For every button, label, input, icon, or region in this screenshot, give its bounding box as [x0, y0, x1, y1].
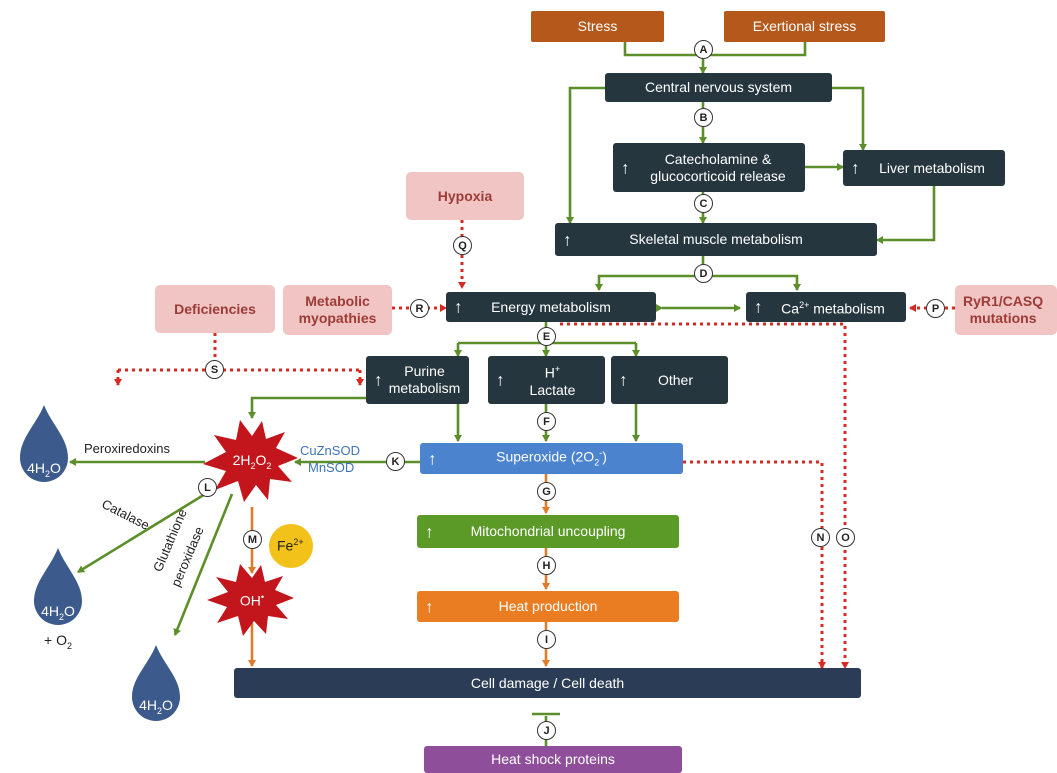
catecholamine-box: ↑ Catecholamine &glucocorticoid release	[613, 143, 805, 192]
lactate-box: ↑ H+Lactate	[488, 356, 605, 404]
h2o2-burst	[203, 420, 298, 502]
step-q: Q	[453, 236, 472, 255]
fe-circle	[269, 524, 313, 568]
step-d: D	[694, 264, 713, 283]
arrow-cns-skeletal	[566, 86, 605, 224]
step-r: R	[410, 299, 429, 318]
arrow-glutathione	[173, 493, 234, 636]
step-f: F	[537, 412, 556, 431]
deficiencies-label: Deficiencies	[174, 300, 256, 317]
mito-box: ↑ Mitochondrial uncoupling	[417, 515, 679, 548]
arrow-d-ca	[703, 274, 801, 291]
increase-arrow-icon: ↑	[621, 158, 630, 177]
step-n: N	[811, 528, 830, 547]
exertional-stress-box: Exertional stress	[724, 11, 885, 42]
step-p: P	[926, 299, 945, 318]
water-label-1: 4H2O	[27, 460, 61, 479]
water-drop-3	[132, 645, 180, 721]
increase-arrow-icon: ↑	[496, 370, 505, 390]
superoxide-box: ↑ Superoxide (2O2-)	[420, 443, 683, 474]
skeletal-box: ↑ Skeletal muscle metabolism	[555, 223, 877, 256]
arrow-stress	[623, 42, 703, 57]
increase-arrow-icon: ↑	[619, 370, 628, 390]
oh-label: OH•	[239, 592, 265, 609]
step-i: I	[537, 630, 556, 649]
plus-o2-label: + O2	[44, 632, 72, 651]
step-b: B	[694, 108, 713, 127]
other-label: Other	[657, 371, 693, 388]
arrow-n	[683, 460, 826, 669]
cuznsod-label: CuZnSOD	[300, 443, 360, 458]
water-drop-2	[34, 548, 82, 625]
liver-label: Liver metabolism	[879, 159, 985, 176]
fe-label: Fe2+	[277, 537, 304, 554]
hsp-box: Heat shock proteins	[424, 746, 682, 773]
step-c: C	[694, 194, 713, 213]
ca-label: Ca2+ metabolism	[781, 299, 885, 317]
mito-label: Mitochondrial uncoupling	[470, 523, 626, 539]
h2o2-label: 2H2O2	[232, 452, 272, 471]
increase-arrow-icon: ↑	[454, 297, 463, 317]
increase-arrow-icon: ↑	[851, 158, 860, 178]
increase-arrow-icon: ↑	[425, 597, 434, 616]
arrow-catalase	[77, 486, 216, 574]
increase-arrow-icon: ↑	[374, 370, 383, 390]
mnsod-label: MnSOD	[308, 460, 355, 475]
step-o: O	[836, 528, 855, 547]
energy-box: ↑ Energy metabolism	[446, 292, 656, 322]
step-m: M	[243, 530, 262, 549]
stress-label: Stress	[577, 18, 618, 34]
liver-box: ↑ Liver metabolism	[843, 150, 1005, 186]
increase-arrow-icon: ↑	[563, 230, 572, 249]
water-drop-1	[20, 405, 68, 482]
catecholamine-label: Catecholamine &glucocorticoid release	[650, 150, 786, 184]
step-l: L	[198, 478, 217, 497]
step-k: K	[386, 452, 405, 471]
cns-box: Central nervous system	[605, 73, 832, 102]
heat-box: ↑ Heat production	[417, 591, 679, 622]
increase-arrow-icon: ↑	[428, 449, 437, 468]
ca-box: ↑ Ca2+ metabolism	[746, 292, 906, 322]
oh-burst	[207, 564, 294, 636]
heat-label: Heat production	[498, 598, 598, 614]
step-e: E	[537, 327, 556, 346]
hypoxia-box: Hypoxia	[406, 172, 524, 220]
deficiencies-box: Deficiencies	[155, 285, 275, 333]
step-g: G	[537, 482, 556, 501]
arrow-exertional	[703, 42, 807, 57]
step-a: A	[694, 40, 713, 59]
water-label-2: 4H2O	[41, 603, 75, 622]
cell-damage-label: Cell damage / Cell death	[470, 674, 625, 691]
increase-arrow-icon: ↑	[425, 522, 434, 541]
step-j: J	[537, 721, 556, 740]
hypoxia-label: Hypoxia	[437, 187, 493, 204]
energy-label: Energy metabolism	[491, 298, 611, 315]
cell-damage-bar: Cell damage / Cell death	[234, 668, 861, 698]
cns-label: Central nervous system	[644, 79, 793, 95]
arrow-cns-liver	[832, 86, 867, 151]
increase-arrow-icon: ↑	[754, 297, 763, 317]
superoxide-label: Superoxide (2O2-)	[496, 448, 607, 468]
skeletal-label: Skeletal muscle metabolism	[629, 231, 803, 247]
lactate-label: H+Lactate	[529, 364, 576, 398]
arrow-liver-skeletal	[876, 186, 936, 244]
hsp-label: Heat shock proteins	[491, 751, 615, 767]
exertional-stress-label: Exertional stress	[752, 18, 857, 34]
peroxiredoxins-label: Peroxiredoxins	[84, 441, 170, 456]
stress-box: Stress	[531, 11, 664, 42]
step-h: H	[537, 556, 556, 575]
water-label-3: 4H2O	[139, 697, 173, 716]
other-box: ↑ Other	[611, 356, 728, 404]
step-s: S	[205, 360, 224, 379]
arrow-d-energy	[595, 274, 703, 291]
